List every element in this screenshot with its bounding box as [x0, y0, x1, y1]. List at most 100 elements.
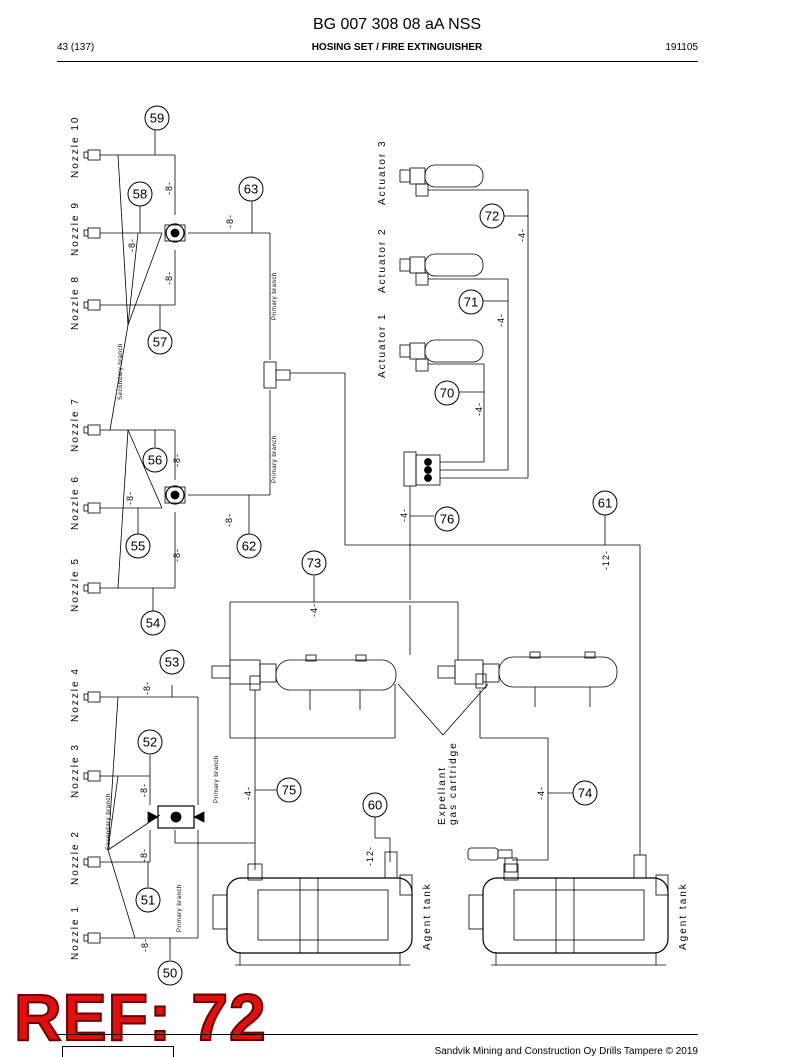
page-number: 43 (137): [57, 42, 95, 53]
balloon-label: 71: [464, 295, 478, 310]
balloon-label: 56: [148, 453, 162, 468]
balloon-76: 76: [434, 506, 460, 532]
size-8-f: -8-: [125, 491, 135, 505]
size-4-f: -4-: [243, 786, 253, 800]
section-title: HOSING SET / FIRE EXTINGUISHER: [311, 42, 483, 53]
size-12-a: -12-: [601, 550, 611, 570]
size-8-c: -8-: [164, 271, 174, 285]
balloon-circle: [159, 649, 185, 675]
label-actuator-1: Actuator 1: [377, 312, 388, 378]
label-primary-branch-3: Primary branch: [214, 755, 220, 803]
balloon-51: 51: [135, 887, 161, 913]
balloon-label: 76: [440, 512, 454, 527]
balloon-label: 74: [578, 786, 592, 801]
balloon-circle: [458, 289, 484, 315]
size-8-e: -8-: [172, 453, 182, 467]
balloon-56: 56: [142, 447, 168, 473]
balloon-circle: [301, 550, 327, 576]
balloon-circle: [147, 329, 173, 355]
label-primary-branch-1: Primary branch: [272, 272, 278, 320]
label-primary-branch-2: Primary branch: [272, 435, 278, 483]
balloon-label: 75: [282, 783, 296, 798]
size-8-a: -8-: [164, 181, 174, 195]
balloon-label: 54: [146, 616, 160, 631]
balloon-55: 55: [125, 533, 151, 559]
balloon-circle: [137, 729, 163, 755]
agent-tank-right: [468, 854, 669, 966]
footer-rule: [57, 1034, 698, 1035]
tee-fitting: [263, 361, 641, 855]
label-primary-branch-4: Primary branch: [177, 884, 183, 932]
reference-stamp: REF: 72: [13, 980, 267, 1054]
size-8-d: -8-: [225, 214, 235, 228]
balloon-circle: [434, 380, 460, 406]
label-nozzle-10: Nozzle 10: [70, 116, 81, 178]
expellant-cartridge-left: [211, 654, 397, 710]
actuator-hoses: [428, 189, 529, 479]
valve-middle: [164, 485, 186, 505]
balloon-label: 57: [153, 335, 167, 350]
size-8-i: -8-: [142, 681, 152, 695]
actuator-control-fitting: [467, 847, 518, 873]
brand-logo: [62, 1046, 174, 1057]
lower-nozzle-hoses: [100, 685, 255, 939]
balloon-73: 73: [301, 550, 327, 576]
label-secondary-branch-1: Secondary branch: [118, 343, 124, 400]
label-actuator-2: Actuator 2: [377, 227, 388, 293]
size-12-b: -12-: [365, 846, 375, 866]
balloon-label: 53: [165, 655, 179, 670]
document-title: BG 007 308 08 aA NSS: [312, 16, 482, 33]
balloon-circle: [125, 533, 151, 559]
balloon-circle: [142, 447, 168, 473]
size-8-l: -8-: [140, 938, 150, 952]
balloon-label: 61: [598, 496, 612, 511]
balloon-54: 54: [140, 610, 166, 636]
balloon-circle: [236, 533, 262, 559]
balloon-53: 53: [159, 649, 185, 675]
label-nozzle-5: Nozzle 5: [70, 557, 81, 612]
balloon-59: 59: [144, 105, 170, 131]
actuator-cylinders: [399, 164, 484, 372]
nozzle-fittings: [83, 149, 101, 944]
balloon-71: 71: [458, 289, 484, 315]
header-rule: [57, 61, 698, 62]
balloon-60: 60: [362, 792, 388, 818]
balloon-74: 74: [572, 780, 598, 806]
label-expellant: Expellant: [437, 766, 448, 825]
balloon-label: 51: [141, 893, 155, 908]
label-actuator-3: Actuator 3: [377, 139, 388, 205]
balloon-label: 62: [242, 539, 256, 554]
balloon-label: 50: [163, 966, 177, 981]
label-agent-tank-left: Agent tank: [422, 882, 433, 950]
size-8-g: -8-: [224, 513, 234, 527]
cartridge-hoses: [229, 601, 549, 870]
balloon-75: 75: [276, 777, 302, 803]
size-8-k: -8-: [139, 848, 149, 862]
balloon-label: 60: [368, 798, 382, 813]
balloon-label: 70: [440, 386, 454, 401]
label-nozzle-4: Nozzle 4: [70, 667, 81, 722]
size-8-h: -8-: [172, 548, 182, 562]
label-nozzle-6: Nozzle 6: [70, 475, 81, 530]
balloon-61: 61: [592, 490, 618, 516]
label-nozzle-1: Nozzle 1: [70, 905, 81, 960]
valve-upper: [164, 223, 186, 243]
manifold-lower: [147, 805, 205, 829]
balloon-leaders: [137, 200, 606, 960]
label-nozzle-8: Nozzle 8: [70, 275, 81, 330]
label-nozzle-3: Nozzle 3: [70, 743, 81, 798]
balloon-circle: [362, 792, 388, 818]
balloon-72: 72: [479, 203, 505, 229]
size-4-c: -4-: [474, 402, 484, 416]
part-balloons: 59 58 63 72 57 71 70 56 76 61 55 62 73 54 53 52 75 74 60 51…: [125, 105, 618, 986]
size-4-b: -4-: [496, 313, 506, 327]
balloon-50: 50: [157, 960, 183, 986]
balloon-52: 52: [137, 729, 163, 755]
size-4-a: -4-: [517, 228, 527, 242]
expellant-cartridge-right: [437, 651, 618, 707]
balloon-label: 55: [131, 539, 145, 554]
balloon-63: 63: [238, 176, 264, 202]
balloon-62: 62: [236, 533, 262, 559]
balloon-label: 58: [133, 187, 147, 202]
balloon-circle: [157, 960, 183, 986]
